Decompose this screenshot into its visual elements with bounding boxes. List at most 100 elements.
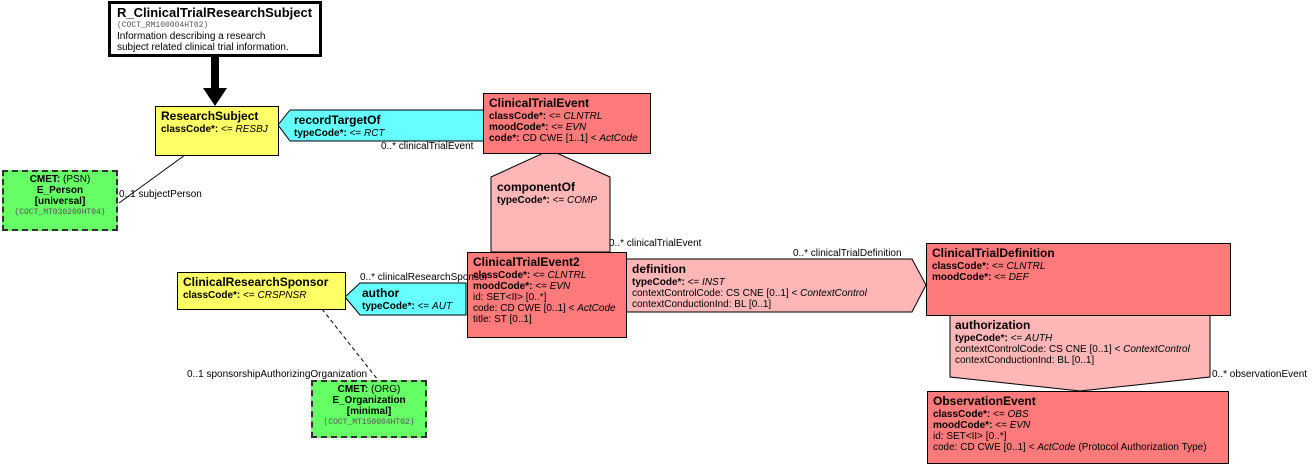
- assign-symbol: <=: [994, 272, 1006, 283]
- assign-symbol: <=: [349, 128, 362, 139]
- cmet-organization-box[interactable]: CMET: (ORG) E_Organization [minimal] (CO…: [311, 380, 427, 438]
- title-row: title: ST [0..1]: [473, 314, 532, 325]
- attr-value: AUT: [432, 301, 453, 312]
- attr-name: moodCode: [932, 272, 985, 283]
- clinical-trial-definition-title: ClinicalTrialDefinition: [932, 246, 1055, 260]
- label-clinical-trial-definition: 0..* clinicalTrialDefinition: [793, 248, 902, 259]
- mandatory-mark: *:: [982, 261, 990, 272]
- assign-symbol: <=: [535, 281, 547, 292]
- cmet-type: (ORG): [370, 384, 401, 395]
- mandatory-mark: *:: [233, 290, 241, 301]
- attr-value: AUTH: [1025, 333, 1053, 344]
- assign-symbol: <=: [549, 111, 561, 122]
- record-target-of-label[interactable]: recordTargetOf typeCode*: <= RCT: [294, 113, 385, 139]
- attr-value: EVN: [1009, 420, 1031, 431]
- research-subject-title: ResearchSubject: [161, 109, 259, 123]
- clinical-trial-event-box[interactable]: ClinicalTrialEvent classCode*: <= CLNTRL…: [483, 93, 651, 154]
- header-box: R_ClinicalTrialResearchSubject (COCT_RM1…: [108, 1, 322, 57]
- header-arrow-head: [203, 88, 227, 106]
- label-clinical-research-sponsor: 0..* clinicalResearchSponsor: [360, 272, 488, 283]
- label-observation-event: 0..* observationEvent: [1212, 369, 1308, 380]
- cmet-type: (PSN): [63, 174, 91, 185]
- assign-symbol: <=: [243, 290, 255, 301]
- header-id: (COCT_RM100004HT02): [117, 21, 209, 30]
- attr-name: classCode: [933, 409, 984, 420]
- cmet-label: CMET:: [29, 174, 61, 185]
- attr-value: ContextControl: [1123, 344, 1190, 355]
- clinical-research-sponsor-box[interactable]: ClinicalResearchSponsor classCode*: <= C…: [177, 272, 346, 310]
- clinical-trial-definition-box[interactable]: ClinicalTrialDefinition classCode*: <= C…: [926, 243, 1231, 316]
- author-title: author: [362, 286, 400, 300]
- attr-name: typeCode: [955, 333, 1001, 344]
- attr-value: ActCode: [1037, 442, 1076, 453]
- attr-value: CLNTRL: [1006, 261, 1046, 272]
- header-title: R_ClinicalTrialResearchSubject: [117, 5, 313, 20]
- mandatory-mark: *:: [512, 133, 520, 144]
- attr-type: CD CWE [1..1] <: [522, 133, 597, 144]
- mandatory-mark: *:: [984, 272, 992, 283]
- header-arrow-shaft: [211, 54, 219, 92]
- clinical-trial-event2-box[interactable]: ClinicalTrialEvent2 classCode*: <= CLNTR…: [467, 252, 627, 338]
- attr-value: DEF: [1008, 272, 1029, 283]
- authorization-label[interactable]: authorization typeCode*: <= AUTH context…: [955, 318, 1190, 366]
- attr-name: classCode: [183, 290, 234, 301]
- mandatory-mark: *:: [539, 111, 547, 122]
- authorization-title: authorization: [955, 318, 1031, 332]
- mandatory-mark: *:: [542, 195, 550, 206]
- cmet-person-name: E_Person: [36, 185, 84, 196]
- attr-name: typeCode: [362, 301, 408, 312]
- clinical-trial-event2-title: ClinicalTrialEvent2: [473, 255, 580, 269]
- subject-person-line: [118, 154, 186, 204]
- attr-value: ActCode: [577, 303, 616, 314]
- label-subject-person: 0..1 subjectPerson: [119, 189, 202, 200]
- attr-note: (Protocol Authorization Type): [1078, 442, 1207, 453]
- component-of-label[interactable]: componentOf typeCode*: <= COMP: [497, 180, 597, 206]
- attr-value: EVN: [565, 122, 587, 133]
- header-desc-line1: Information describing a research: [117, 31, 266, 42]
- attr-value: COMP: [567, 195, 598, 206]
- definition-label[interactable]: definition typeCode*: <= INST contextCon…: [632, 262, 867, 310]
- component-of-title: componentOf: [497, 180, 575, 194]
- attr-name: moodCode: [489, 122, 542, 133]
- mandatory-mark: *:: [339, 128, 347, 139]
- mandatory-mark: *:: [677, 277, 685, 288]
- definition-row2: contextConductionInd: BL [0..1]: [632, 299, 772, 310]
- research-subject-box[interactable]: ResearchSubject classCode*: <= RESBJ: [155, 106, 279, 156]
- assign-symbol: <=: [993, 409, 1005, 420]
- mandatory-mark: *:: [541, 122, 549, 133]
- author-label[interactable]: author typeCode*: <= AUT: [362, 286, 452, 312]
- mandatory-mark: *:: [211, 124, 219, 135]
- cmet-org-variant: [minimal]: [346, 406, 392, 417]
- cmet-person-box[interactable]: CMET: (PSN) E_Person [universal] (COCT_M…: [2, 170, 118, 231]
- author-shape: [344, 282, 467, 316]
- mandatory-mark: *:: [985, 420, 993, 431]
- attr-name: moodCode: [933, 420, 986, 431]
- clinical-trial-event-title: ClinicalTrialEvent: [489, 96, 590, 110]
- attr-value: INST: [702, 277, 725, 288]
- attr-type: contextControlCode: CS CNE [0..1] <: [632, 288, 798, 299]
- assign-symbol: <=: [995, 420, 1007, 431]
- observation-event-box[interactable]: ObservationEvent classCode*: <= OBS mood…: [927, 391, 1229, 464]
- clinical-research-sponsor-title: ClinicalResearchSponsor: [183, 275, 329, 289]
- attr-value: RESBJ: [235, 124, 268, 135]
- record-target-of-title: recordTargetOf: [294, 113, 381, 127]
- cmet-person-variant: [universal]: [34, 196, 86, 207]
- id-row: id: SET<II> [0..*]: [473, 292, 547, 303]
- attr-name: classCode: [932, 261, 983, 272]
- assign-symbol: <=: [687, 277, 700, 288]
- label-clinical-trial-event-2: 0..* clinicalTrialEvent: [609, 238, 702, 249]
- attr-value: EVN: [549, 281, 571, 292]
- assign-symbol: <=: [221, 124, 233, 135]
- attr-name: classCode: [473, 270, 524, 281]
- observation-event-title: ObservationEvent: [933, 394, 1036, 408]
- attr-value: CLNTRL: [563, 111, 603, 122]
- label-sponsorship-org: 0..1 sponsorshipAuthorizingOrganization: [187, 369, 368, 380]
- definition-title: definition: [632, 262, 686, 276]
- component-of-shape: [490, 149, 611, 253]
- attr-value: ContextControl: [800, 288, 867, 299]
- header-desc-line2: subject related clinical trial informati…: [117, 42, 289, 53]
- assign-symbol: <=: [551, 122, 563, 133]
- assign-symbol: <=: [992, 261, 1004, 272]
- mandatory-mark: *:: [1000, 333, 1008, 344]
